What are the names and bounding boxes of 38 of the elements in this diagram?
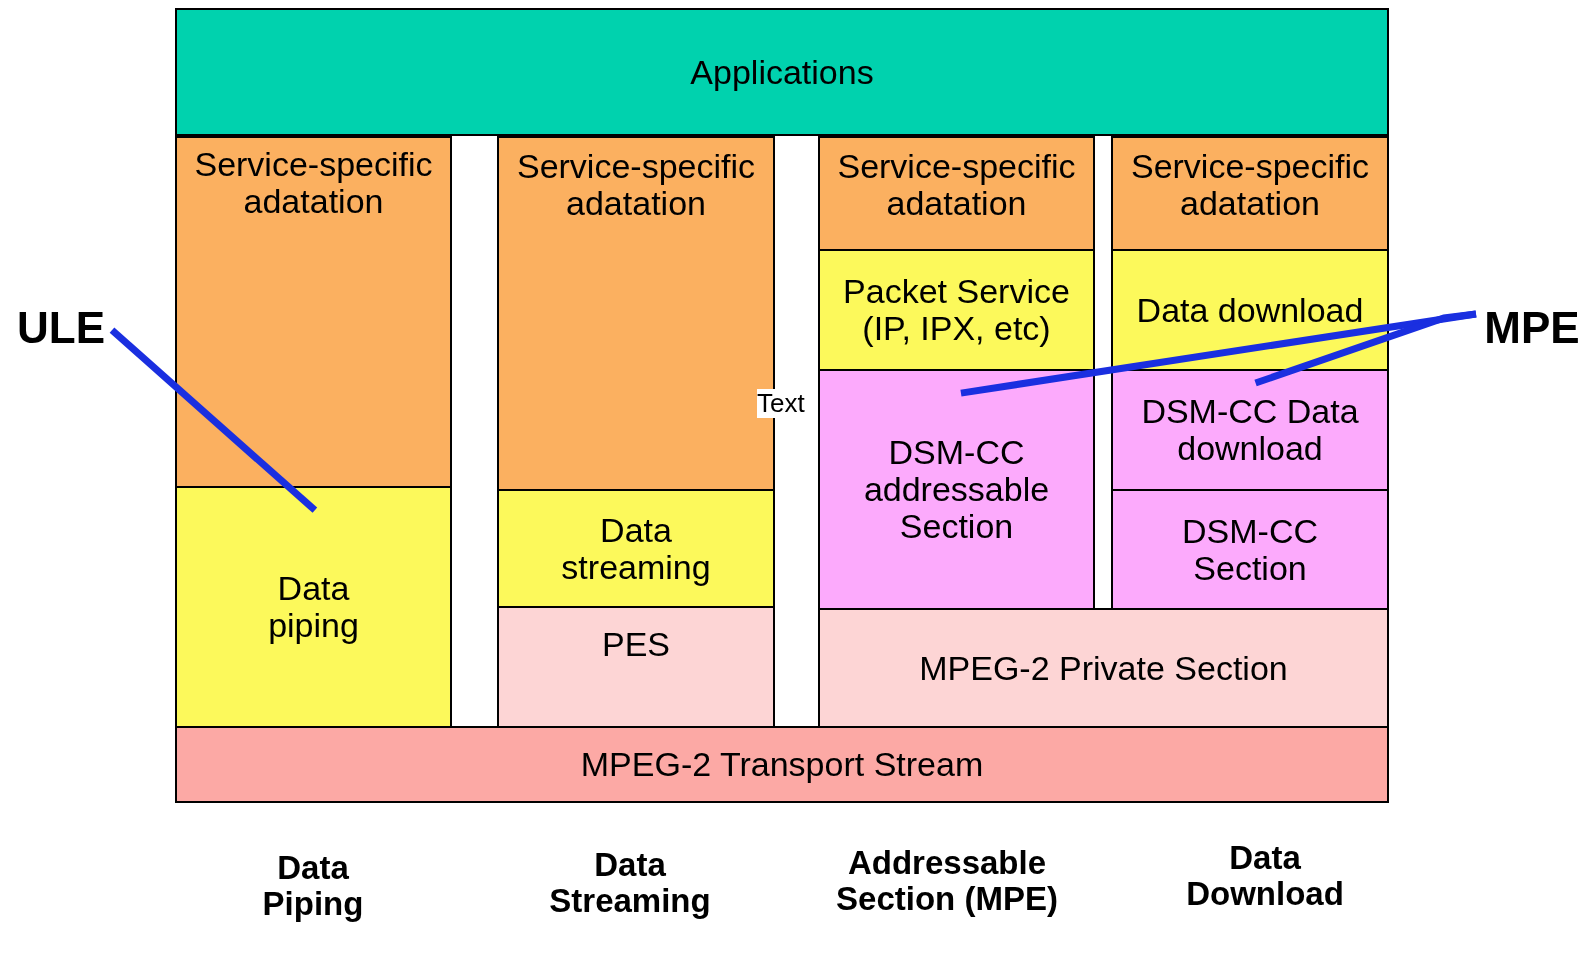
layer-box xyxy=(1111,489,1389,610)
layer-name: PES xyxy=(601,626,670,663)
leader-line xyxy=(109,327,318,513)
layer-name: Service-specific adatation xyxy=(193,146,434,220)
layer-name: Service-specific adatation xyxy=(1129,148,1371,222)
callout-label: MPE xyxy=(1484,303,1580,353)
layer-name: DSM-CC Section xyxy=(1181,512,1319,587)
layer-name: DSM-CC addressable Section xyxy=(862,434,1051,545)
column-label: Addressable Section (MPE) xyxy=(835,845,1059,917)
layer-box xyxy=(818,369,1095,610)
layer-name: Service-specific adatation xyxy=(836,148,1077,222)
layer-name: MPEG-2 Private Section xyxy=(919,649,1288,687)
layer-name: Data streaming xyxy=(560,511,712,586)
layer-name: Applications xyxy=(690,53,874,91)
callout-label: ULE xyxy=(17,303,105,353)
column-label: Data Download xyxy=(1185,840,1345,912)
layer-box xyxy=(818,249,1095,371)
layer-box xyxy=(1111,249,1389,371)
layer-name: MPEG-2 Transport Stream xyxy=(580,746,984,783)
annotation-text: Text xyxy=(757,389,805,418)
layer-name: Data download xyxy=(1136,291,1364,329)
layer-name: DSM-CC Data download xyxy=(1140,393,1360,467)
layer-box xyxy=(497,606,775,728)
layer-box xyxy=(497,489,775,608)
layer-box xyxy=(175,136,452,488)
layer-box xyxy=(1111,369,1389,491)
layer-name: Data piping xyxy=(267,570,360,644)
layer-name: Service-specific adatation xyxy=(515,148,757,222)
column-label: Data Piping xyxy=(261,850,365,922)
layer-box xyxy=(818,608,1389,728)
column-label: Data Streaming xyxy=(548,847,712,919)
leader-line xyxy=(1254,310,1477,387)
layer-box xyxy=(175,486,452,728)
layer-box xyxy=(1111,136,1389,251)
layer-band xyxy=(175,8,1389,136)
layer-name: Packet Service (IP, IPX, etc) xyxy=(842,273,1071,347)
layer-box xyxy=(818,136,1095,251)
layer-band xyxy=(175,726,1389,803)
